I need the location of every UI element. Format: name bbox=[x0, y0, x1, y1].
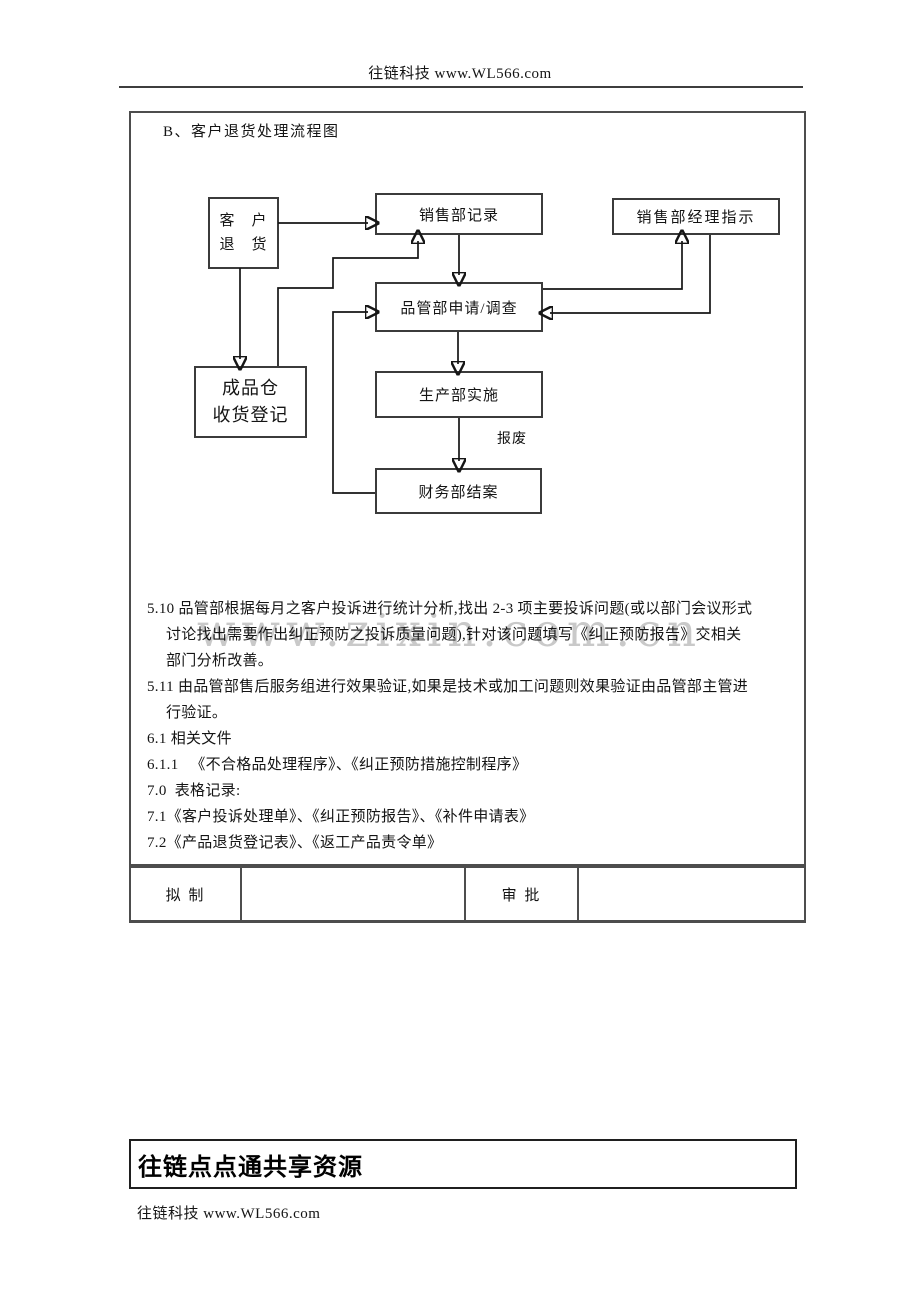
flow-node-customer-return-line2: 退 货 bbox=[219, 237, 268, 253]
flow-node-sales-manager-instruction: 销售部经理指示 bbox=[612, 198, 780, 235]
flow-node-sales-record: 销售部记录 bbox=[375, 193, 543, 235]
body-line-6-1: 6.1 相关文件 bbox=[147, 731, 232, 747]
body-line-7-0: 7.0 表格记录: bbox=[147, 783, 241, 799]
flow-node-warehouse-receiving-line1: 成品仓 bbox=[222, 378, 279, 398]
body-line-5-11-a: 5.11 由品管部售后服务组进行效果验证,如果是技术或加工问题则效果验证由品管部… bbox=[147, 679, 749, 695]
page-header-text: 往链科技 www.WL566.com bbox=[368, 66, 552, 82]
approval-cell-draft-label: 拟 制 bbox=[131, 868, 242, 920]
body-line-5-10-a: 5.10 品管部根据每月之客户投诉进行统计分析,找出 2-3 项主要投诉问题(或… bbox=[147, 601, 753, 617]
share-banner-text: 往链点点通共享资源 bbox=[138, 1152, 363, 1181]
page-footer-text: 往链科技 www.WL566.com bbox=[137, 1206, 321, 1222]
flow-node-production-implement-label: 生产部实施 bbox=[418, 388, 499, 404]
body-line-7-1: 7.1《客户投诉处理单》、《纠正预防报告》、《补件申请表》 bbox=[147, 809, 535, 825]
flow-node-customer-return: 客 户 退 货 bbox=[208, 197, 279, 269]
flow-node-production-implement: 生产部实施 bbox=[375, 371, 543, 418]
approval-cell-approve-label: 审 批 bbox=[466, 868, 579, 920]
body-line-5-11-b: 行验证。 bbox=[166, 705, 228, 721]
flow-node-customer-return-line1: 客 户 bbox=[219, 213, 268, 229]
section-title: B、客户退货处理流程图 bbox=[163, 124, 340, 140]
body-text-block: 5.10 品管部根据每月之客户投诉进行统计分析,找出 2-3 项主要投诉问题(或… bbox=[147, 596, 802, 856]
flow-node-qc-apply-investigate-label: 品管部申请/调查 bbox=[400, 300, 518, 317]
body-line-5-10-b: 讨论找出需要作出纠正预防之投诉质量问题),针对该问题填写《纠正预防报告》交相关 bbox=[166, 627, 742, 643]
flow-node-sales-record-label: 销售部记录 bbox=[418, 207, 499, 224]
approval-cell-approve-value bbox=[579, 868, 804, 920]
flow-node-sales-manager-instruction-label: 销售部经理指示 bbox=[636, 210, 756, 226]
body-line-5-10-c: 部门分析改善。 bbox=[166, 653, 274, 669]
body-line-6-1-1: 6.1.1 《不合格品处理程序》、《纠正预防措施控制程序》 bbox=[147, 757, 528, 773]
flow-node-finance-close: 财务部结案 bbox=[375, 468, 542, 514]
watermark-text: www.zixin.com.cn bbox=[197, 604, 703, 657]
approval-cell-draft-value bbox=[242, 868, 466, 920]
flow-edge-label-scrap: 报废 bbox=[497, 432, 527, 447]
flow-node-finance-close-label: 财务部结案 bbox=[418, 484, 499, 501]
header-divider-line bbox=[119, 86, 803, 88]
flow-node-warehouse-receiving: 成品仓 收货登记 bbox=[194, 366, 307, 438]
flow-node-qc-apply-investigate: 品管部申请/调查 bbox=[375, 282, 543, 332]
body-line-7-2: 7.2《产品退货登记表》、《返工产品责令单》 bbox=[147, 835, 443, 851]
content-border-box bbox=[129, 111, 806, 866]
flow-node-warehouse-receiving-line2: 收货登记 bbox=[212, 405, 289, 425]
share-banner-box: 往链点点通共享资源 bbox=[129, 1139, 797, 1189]
approval-table: 拟 制 审 批 bbox=[129, 866, 806, 923]
